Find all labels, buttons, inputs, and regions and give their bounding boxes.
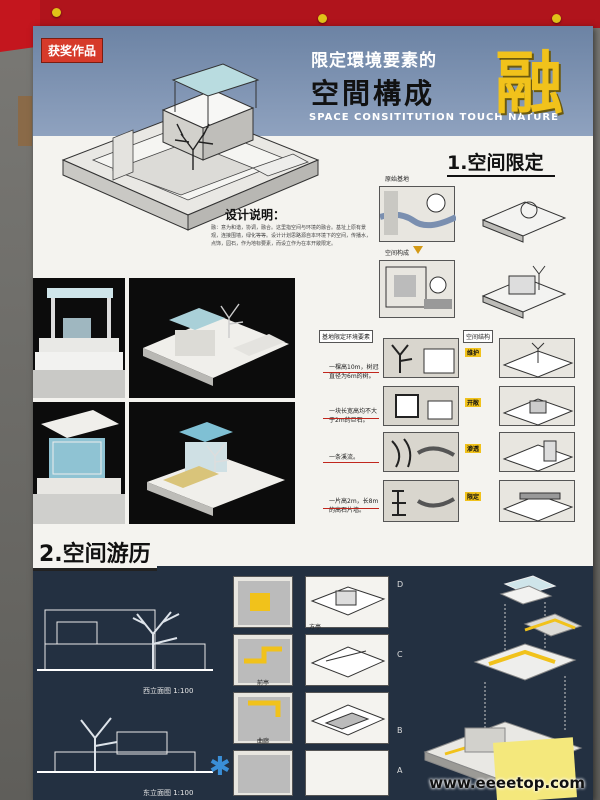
award-badge: 获奖作品 xyxy=(41,38,104,63)
env-row-4-text: 一片高2m，长8m的高石片墙。 xyxy=(329,498,379,514)
poster-board: 获奖作品 限定環境要素的 空間構成 SPACE CONSITITUTION TO… xyxy=(33,26,593,800)
structure-plan-tile xyxy=(379,260,455,318)
env-row-1-sketch xyxy=(383,338,459,378)
wall-hook xyxy=(18,96,32,146)
plan-tile-2 xyxy=(233,634,293,686)
model-photo-2 xyxy=(129,278,295,398)
west-elevation-label: 西立面图 1:100 xyxy=(143,687,194,695)
section-title-spatial-limit: 1.空间限定 xyxy=(447,148,556,177)
flow-arrow xyxy=(413,246,423,254)
level-letter-b: B xyxy=(397,726,403,735)
title-english: SPACE CONSITITUTION TOUCH NATURE xyxy=(309,112,559,123)
env-row-3-text: 一条溪流。 xyxy=(329,454,360,461)
model-photo-1 xyxy=(33,278,125,398)
perspective-tile-2 xyxy=(305,634,389,686)
iso-diagram-1 xyxy=(479,186,569,246)
env-row-2-sketch xyxy=(383,386,459,426)
row-2-line xyxy=(323,418,379,419)
env-row-1-text: 一棵高10m，树冠直径为6m的树。 xyxy=(329,364,379,380)
site-plan-tile xyxy=(379,186,458,242)
plan-tile-4 xyxy=(233,750,293,796)
label-original-site: 原始基地 xyxy=(385,176,410,183)
tag-row-4: 限定 xyxy=(465,492,482,501)
asterisk-logo-icon: ✱ xyxy=(209,752,231,782)
section-title-spatial-tour: 2.空间游历 xyxy=(33,536,157,571)
plan-tile-3 xyxy=(233,692,293,744)
label-env-elements: 基地限定环境要素 xyxy=(319,330,374,343)
title-big-character: 融 xyxy=(495,44,564,124)
env-row-3-sketch xyxy=(383,432,459,472)
main-isometric-drawing xyxy=(61,63,320,231)
level-letter-d: D xyxy=(397,580,404,589)
struct-row-1-sketch xyxy=(499,338,575,378)
perspective-tile-3 xyxy=(305,692,389,744)
perspective-tile-4 xyxy=(305,750,389,796)
row-3-line xyxy=(323,462,379,463)
elevations-panel xyxy=(37,574,213,794)
label-space-structure-2: 空间结构 xyxy=(463,330,494,343)
env-row-4-sketch xyxy=(383,480,459,522)
struct-row-3-sketch xyxy=(499,432,575,472)
label-space-structure: 空间构成 xyxy=(385,250,410,257)
tag-row-3: 渗透 xyxy=(465,444,482,453)
model-photo-3 xyxy=(33,402,125,524)
row-1-line xyxy=(323,372,379,373)
model-photo-4 xyxy=(129,402,295,524)
push-pin xyxy=(52,8,61,17)
plan-label-2: 前亭 xyxy=(257,680,270,687)
watermark-url: www.eeeetop.com xyxy=(429,774,585,792)
plan-tile-1 xyxy=(233,576,293,628)
level-letter-a: A xyxy=(397,766,403,775)
env-row-2-text: 一块长宽高均不大于2m的巨石。 xyxy=(329,408,378,424)
push-pin xyxy=(318,14,327,23)
level-letter-c: C xyxy=(397,650,403,659)
iso-diagram-2 xyxy=(479,256,569,322)
struct-row-4-sketch xyxy=(499,480,575,522)
header-band xyxy=(33,26,593,136)
red-top-banner xyxy=(0,0,600,28)
east-elevation-label: 东立面图 1:100 xyxy=(143,789,194,797)
struct-row-2-sketch xyxy=(499,386,575,426)
plan-label-3: 曲廊 xyxy=(257,738,270,745)
perspective-tile-1 xyxy=(305,576,389,628)
design-notes-text: 融：意为和谐，协调，融合。这里指空间与环境的融合。基址上原有景观，连接围墙，绿化… xyxy=(211,225,372,247)
plan-label-1: 方亭 xyxy=(309,624,322,631)
title-line-1: 限定環境要素的 xyxy=(311,51,437,71)
tag-row-1: 维护 xyxy=(465,348,482,357)
tag-row-2: 开敞 xyxy=(465,398,482,407)
title-line-2: 空間構成 xyxy=(311,77,436,110)
push-pin xyxy=(552,14,561,23)
row-4-line xyxy=(323,508,379,509)
design-notes-title: 设计说明： xyxy=(225,208,286,222)
